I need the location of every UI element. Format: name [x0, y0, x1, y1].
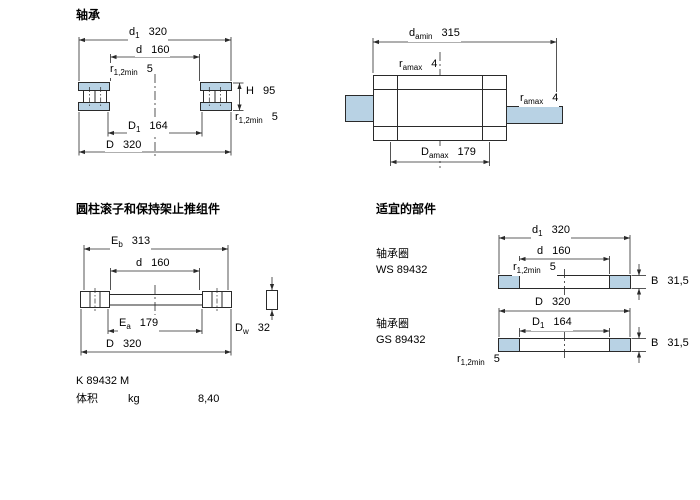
- gs-washer-drawing: [498, 308, 646, 363]
- mass-unit: kg: [128, 393, 140, 405]
- gs-kind-label: 轴承圈: [376, 318, 409, 330]
- ws-kind-label: 轴承圈: [376, 248, 409, 260]
- bearing-section-title: 轴承: [76, 8, 101, 22]
- ws-designation: WS 89432: [376, 264, 428, 276]
- components-section-title: 适宜的部件: [376, 202, 437, 216]
- assembly-section-title: 圆柱滚子和保持架止推组件: [76, 202, 221, 216]
- assembly-designation: K 89432 M: [76, 375, 130, 387]
- abutment-drawing: [345, 38, 563, 168]
- mass-label: 体积: [76, 393, 98, 405]
- bearing-section-drawing: [78, 37, 244, 158]
- gs-designation: GS 89432: [376, 334, 426, 346]
- mass-value: 8,40: [198, 393, 220, 405]
